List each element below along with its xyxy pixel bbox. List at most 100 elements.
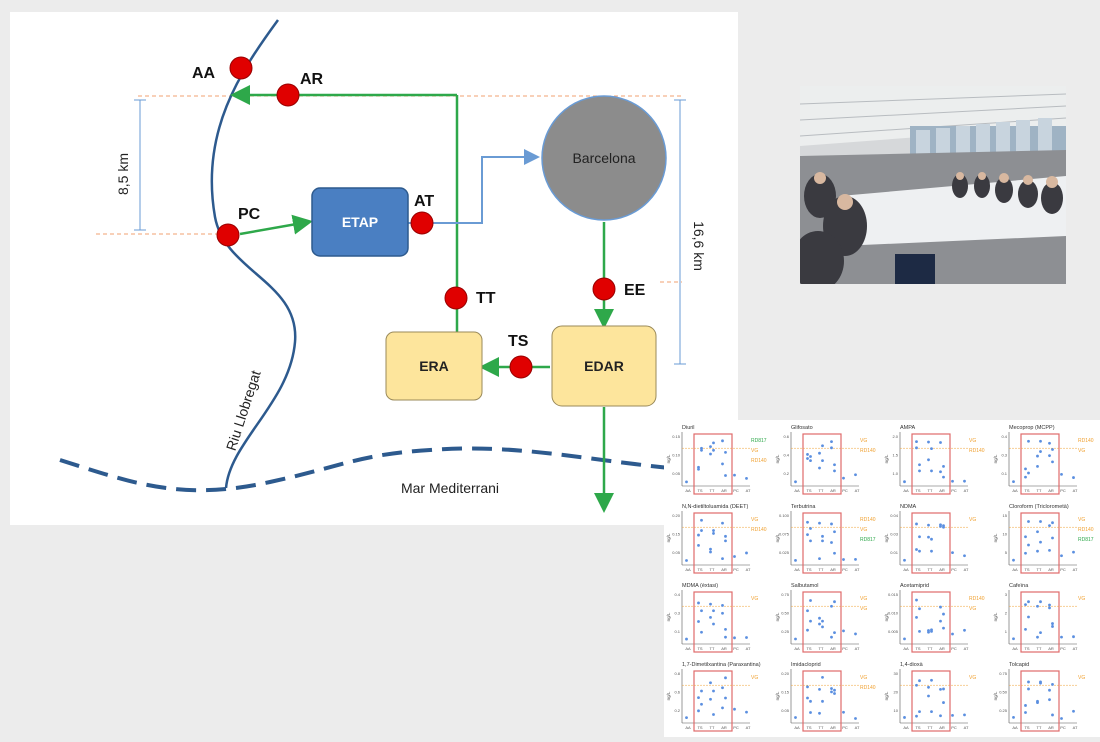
- chart-panel-title: Acetamiprid: [900, 583, 929, 589]
- chart-data-point: [697, 696, 700, 700]
- chart-data-point: [1039, 439, 1042, 443]
- chart-reference-label: RD140: [969, 596, 985, 602]
- chart-data-point: [685, 637, 688, 641]
- chart-data-point: [830, 690, 833, 694]
- chart-data-point: [833, 551, 836, 555]
- chart-x-tick: AR: [1048, 567, 1054, 572]
- chart-x-tick: PC: [951, 488, 957, 493]
- sampling-point-at: AT: [410, 193, 434, 235]
- chart-y-tick: 0.20: [672, 513, 681, 518]
- chart-highlight-box: [693, 512, 733, 574]
- chart-data-point: [1024, 603, 1027, 606]
- chart-data-point: [833, 530, 836, 534]
- chart-data-point: [915, 683, 918, 687]
- chart-x-tick: TS: [806, 567, 811, 572]
- chart-data-point: [833, 692, 836, 695]
- chart-x-tick: AR: [830, 725, 836, 730]
- edar-box: [551, 325, 657, 407]
- chart-y-tick: 1.0: [892, 471, 898, 476]
- chart-reference-label: VG: [1078, 675, 1085, 681]
- chart-data-point: [1039, 600, 1042, 604]
- diagram-canvas: 8,5 km 16,6 km Riu Llobregat Mar Mediter…: [59, 19, 729, 513]
- chart-y-tick: 5: [1005, 550, 1008, 555]
- etap-box: [311, 187, 409, 257]
- chart-x-tick: AT: [964, 725, 969, 730]
- chart-data-point: [700, 518, 703, 522]
- chart-data-point: [733, 707, 736, 711]
- chart-y-tick: 0.025: [779, 550, 790, 555]
- chart-y-label: ng/L: [775, 533, 780, 542]
- chart-reference-label: VG: [751, 596, 758, 602]
- edar-label: EDAR: [584, 358, 624, 374]
- chart-data-point: [818, 711, 821, 715]
- chart-y-tick: 0.15: [672, 434, 681, 439]
- chart-data-point: [1060, 717, 1063, 720]
- chart-data-point: [721, 706, 724, 710]
- point-ts-label: TS: [508, 333, 529, 350]
- chart-data-point: [1048, 688, 1051, 692]
- chart-data-point: [809, 619, 812, 623]
- sampling-point-aa: AA: [192, 56, 253, 82]
- chart-highlight-box: [1020, 512, 1060, 574]
- chart-x-tick: TT: [928, 646, 933, 651]
- chart-data-point: [903, 716, 906, 719]
- chart-x-tick: AR: [721, 567, 727, 572]
- chart-data-point: [712, 448, 715, 452]
- chart-data-point: [903, 480, 906, 484]
- chart-data-point: [721, 521, 724, 525]
- chart-data-point: [700, 529, 703, 532]
- chart-data-point: [1072, 550, 1075, 554]
- chart-data-point: [712, 622, 715, 626]
- chart-highlight-box: [911, 433, 951, 495]
- chart-data-point: [842, 476, 845, 480]
- chart-data-point: [1072, 476, 1075, 479]
- chart-data-point: [1036, 635, 1039, 639]
- point-aa-label: AA: [192, 65, 216, 82]
- chart-data-point: [918, 463, 921, 467]
- chart-y-tick: 0.3: [674, 610, 680, 615]
- chart-data-point: [930, 469, 933, 473]
- chart-x-tick: TT: [819, 488, 824, 493]
- chart-data-point: [721, 557, 724, 560]
- chart-x-tick: AR: [721, 646, 727, 651]
- chart-x-tick: AT: [1073, 488, 1078, 493]
- distance-left-label: 8,5 km: [115, 153, 131, 195]
- chart-panel-title: Mecoprop (MCPP): [1009, 425, 1055, 431]
- chart-x-tick: TS: [697, 646, 702, 651]
- chart-x-tick: TS: [806, 725, 811, 730]
- chart-data-point: [709, 445, 712, 448]
- chart-data-point: [833, 463, 836, 467]
- chart-y-tick: 10: [1003, 531, 1008, 536]
- chart-data-point: [1024, 475, 1027, 479]
- chart-reference-label: RD140: [969, 448, 985, 454]
- chart-data-point: [700, 609, 703, 613]
- chart-data-point: [1048, 454, 1051, 458]
- flow-pc-etap: [239, 214, 313, 236]
- chart-y-tick: 0.3: [1001, 452, 1007, 457]
- chart-x-tick: TT: [928, 725, 933, 730]
- chart-y-tick: 0.05: [672, 471, 681, 476]
- chart-reference-label: VG: [969, 606, 976, 612]
- chart-data-point: [1039, 631, 1042, 635]
- chart-data-point: [721, 439, 724, 443]
- chart-panel-title: 1,4-dioxà: [900, 662, 924, 668]
- chart-data-point: [1048, 441, 1051, 445]
- chart-data-point: [806, 533, 809, 537]
- chart-data-point: [697, 533, 700, 537]
- chart-reference-label: VG: [751, 675, 758, 681]
- chart-data-point: [700, 446, 703, 450]
- meeting-photo-image: [800, 86, 1066, 284]
- chart-panel-title: Imidacloprid: [791, 662, 821, 668]
- chart-data-point: [1036, 530, 1039, 534]
- chart-x-tick: TT: [1037, 646, 1042, 651]
- chart-data-point: [697, 543, 700, 547]
- chart-data-point: [830, 522, 833, 526]
- chart-panel-title: NDMA: [900, 504, 917, 510]
- era-label: ERA: [419, 358, 449, 374]
- chart-x-tick: AA: [1012, 567, 1018, 572]
- chart-y-tick: 0.1: [1001, 471, 1007, 476]
- chart-data-point: [915, 522, 918, 526]
